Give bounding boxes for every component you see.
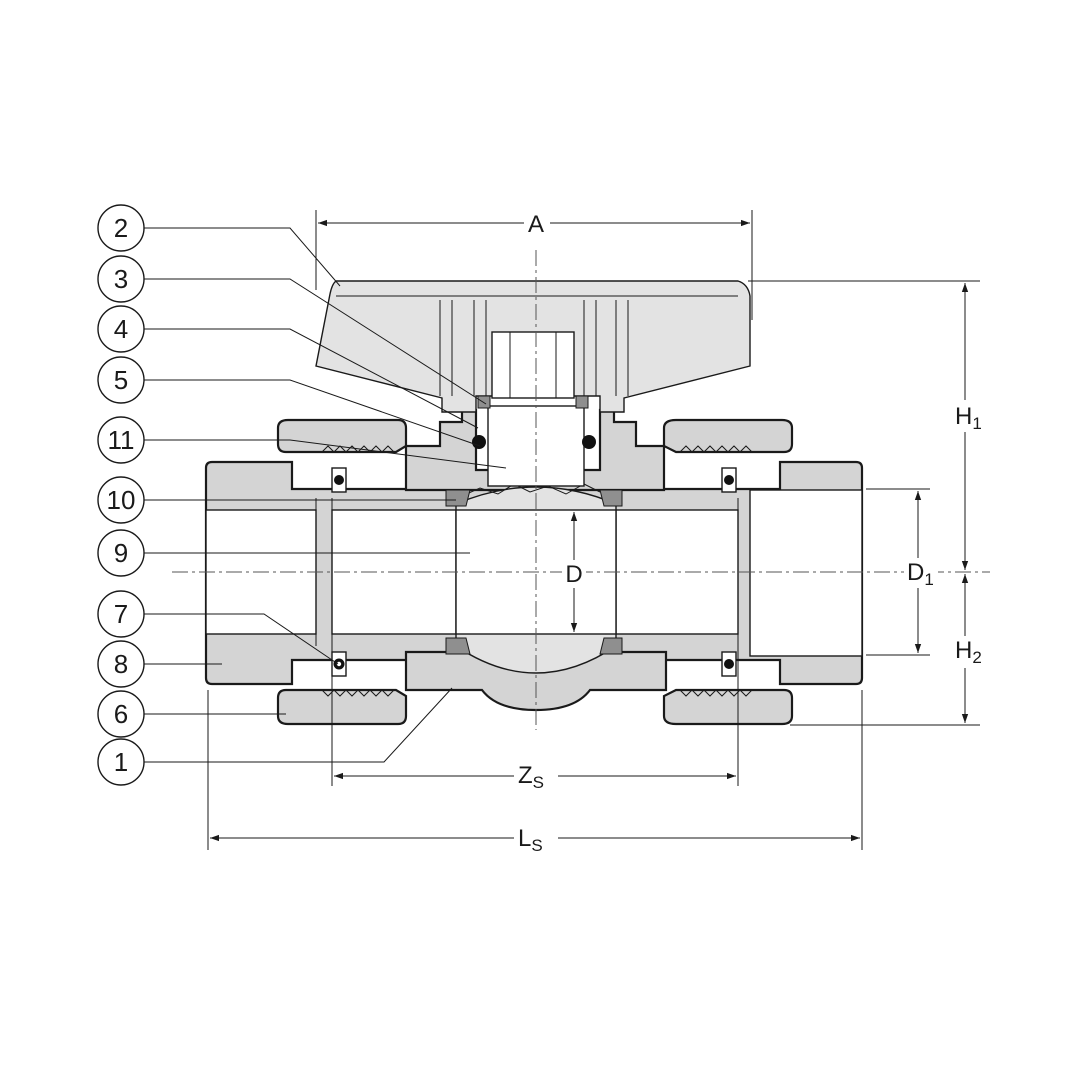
callout-10: 10 — [97, 476, 145, 524]
thread-top-right — [679, 445, 753, 453]
dimension-zs-label: ZS — [518, 762, 544, 792]
oring-bottom-right — [724, 659, 734, 669]
oring-top-right — [724, 475, 734, 485]
seat-top — [445, 489, 471, 507]
right-union-nut-lower — [662, 688, 794, 726]
seat-top-right — [599, 489, 623, 507]
callout-3: 3 — [97, 255, 145, 303]
callout-11: 11 — [97, 416, 145, 464]
svg-text:10: 10 — [107, 485, 136, 515]
dimension-ls-label: LS — [518, 825, 543, 855]
callout-4: 4 — [97, 305, 145, 353]
right-socket — [749, 489, 863, 657]
dimension-h1-label: H1 — [955, 403, 982, 433]
callout-9: 9 — [97, 529, 145, 577]
handle-stem-insert — [491, 331, 575, 399]
thread-bottom-left — [321, 689, 395, 697]
svg-text:7: 7 — [114, 599, 128, 629]
callout-6: 6 — [97, 690, 145, 738]
svg-text:8: 8 — [114, 649, 128, 679]
dimension-h2-label: H2 — [955, 637, 982, 667]
dimension-d1-label: D1 — [907, 559, 934, 589]
svg-text:4: 4 — [114, 314, 128, 344]
dimension-a-label: A — [528, 211, 544, 238]
callout-5: 5 — [97, 356, 145, 404]
callouts: 2 3 4 5 11 10 9 7 8 6 1 — [97, 204, 145, 786]
stem-oring-left — [472, 435, 486, 449]
seat-bottom — [445, 637, 471, 655]
callout-2: 2 — [97, 204, 145, 252]
left-union-nut — [276, 418, 408, 454]
thread-bottom-right — [679, 689, 753, 697]
svg-text:9: 9 — [114, 538, 128, 568]
oring-top-left — [334, 475, 344, 485]
svg-text:2: 2 — [114, 213, 128, 243]
leader-lines — [144, 227, 507, 763]
svg-text:1: 1 — [114, 747, 128, 777]
dimension-d-label: D — [565, 561, 582, 588]
callout-1: 1 — [97, 738, 145, 786]
callout-8: 8 — [97, 640, 145, 688]
callout-7: 7 — [97, 590, 145, 638]
svg-text:6: 6 — [114, 699, 128, 729]
valve-body — [204, 280, 864, 726]
svg-text:3: 3 — [114, 264, 128, 294]
right-union-nut — [662, 418, 794, 454]
stem-oring-right — [582, 435, 596, 449]
left-union-nut-lower — [276, 688, 408, 726]
dimensions: A H1 H2 D1 D ZS LS — [207, 208, 990, 855]
svg-text:11: 11 — [108, 425, 135, 455]
seat-bottom-right — [599, 637, 623, 655]
svg-text:5: 5 — [114, 365, 128, 395]
